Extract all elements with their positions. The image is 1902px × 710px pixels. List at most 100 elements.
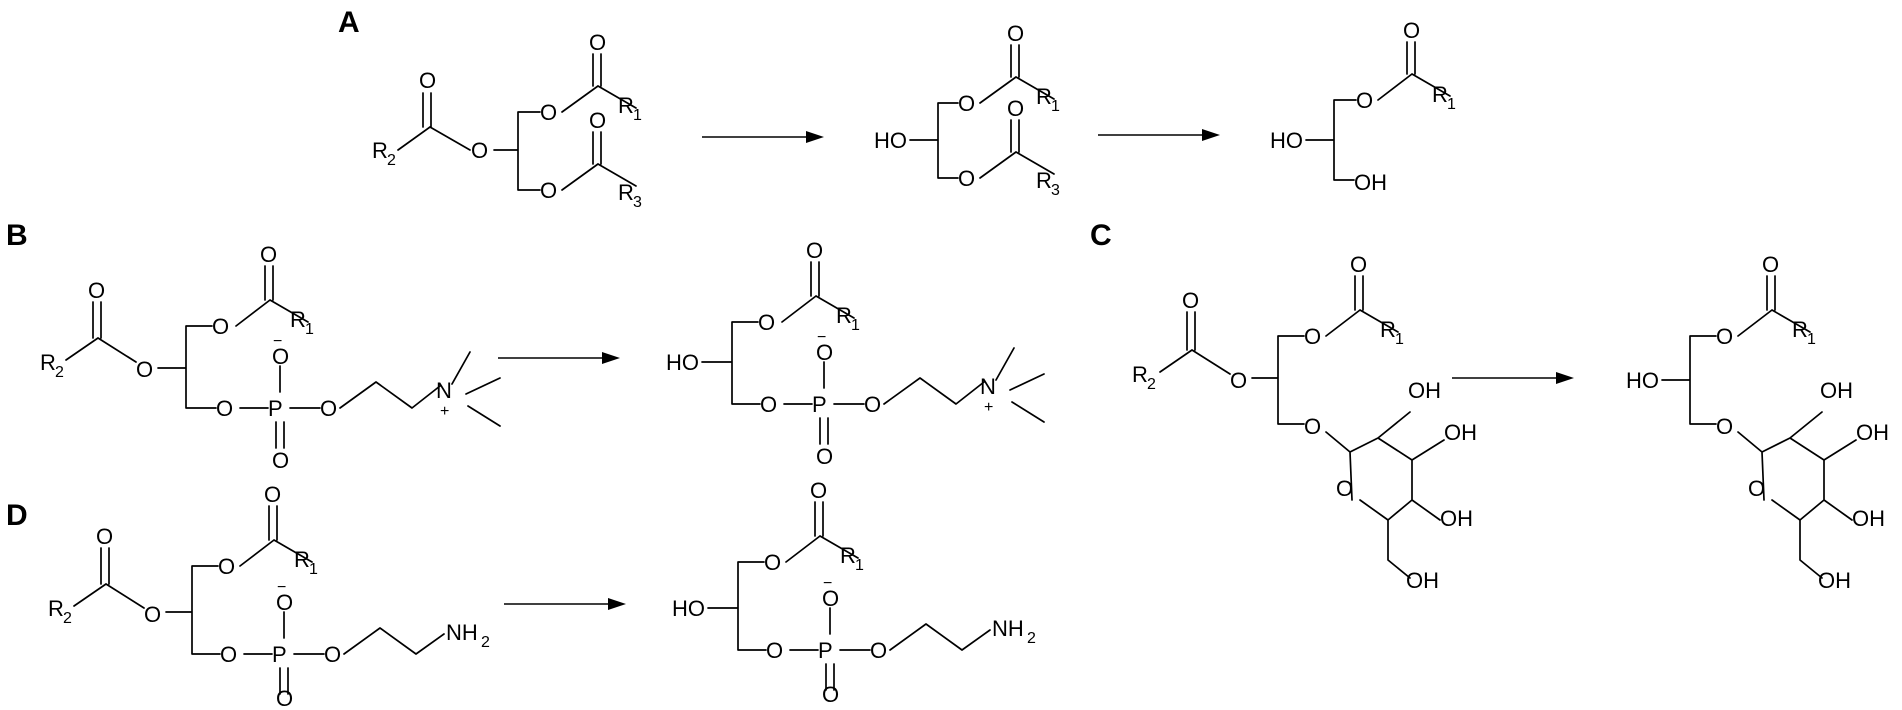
negative-charge: − [273, 333, 282, 350]
atom-o: O [320, 396, 337, 421]
subscript: 1 [633, 107, 642, 124]
subscript: 1 [851, 317, 860, 334]
subscript: 2 [387, 152, 396, 169]
panel-label-d: D [6, 499, 28, 532]
atom-o: O [96, 524, 113, 549]
atom-oh: OH [1354, 170, 1387, 195]
structure-d-phosphatidylethanolamine: R 2 O O O O R 1 O P O − O O NH 2 [48, 482, 490, 710]
subscript: 1 [1447, 96, 1456, 113]
structure-b-lysophosphatidylcholine: HO O O R 1 O P O − O O N + [666, 238, 1045, 469]
atom-p: P [818, 638, 833, 663]
atom-r: R [1132, 362, 1148, 387]
atom-r: R [290, 307, 306, 332]
reaction-arrow [504, 598, 626, 610]
negative-charge: − [817, 329, 826, 346]
atom-r: R [1036, 84, 1052, 109]
atom-o: O [1403, 18, 1420, 43]
structure-b-phosphatidylcholine: R 2 O O O O R 1 O P O − O O N + [40, 242, 501, 473]
structure-a-diacylglycerol: HO O O R 1 O O R 3 [874, 21, 1060, 199]
structure-a-triacylglycerol: R 2 O O O O R 1 O O R 3 [372, 30, 642, 211]
atom-o: O [1304, 324, 1321, 349]
atom-o: O [1336, 476, 1353, 501]
atom-o: O [810, 478, 827, 503]
atom-ho: HO [666, 350, 699, 375]
structure-a-monoacylglycerol: HO O O R 1 OH [1270, 18, 1456, 195]
atom-o: O [766, 638, 783, 663]
atom-nh: NH [446, 620, 478, 645]
atom-o: O [136, 357, 153, 382]
atom-r: R [40, 350, 56, 375]
atom-o: O [589, 108, 606, 133]
atom-o: O [1350, 252, 1367, 277]
reaction-arrow [1098, 129, 1220, 141]
atom-o: O [958, 166, 975, 191]
atom-o: O [764, 550, 781, 575]
atom-o: O [540, 178, 557, 203]
atom-o: O [864, 392, 881, 417]
subscript: 2 [63, 610, 72, 627]
atom-p: P [272, 642, 287, 667]
atom-r: R [1380, 317, 1396, 342]
atom-o: O [822, 682, 839, 707]
panel-label-b: B [6, 219, 28, 252]
atom-oh: OH [1408, 378, 1441, 403]
atom-r: R [836, 303, 852, 328]
atom-o: O [144, 602, 161, 627]
subscript: 3 [1051, 182, 1060, 199]
subscript: 2 [1147, 376, 1156, 393]
atom-nh: NH [992, 616, 1024, 641]
atom-n: N [436, 378, 452, 403]
atom-o: O [540, 100, 557, 125]
atom-o: O [822, 586, 839, 611]
subscript: 3 [633, 194, 642, 211]
subscript: 1 [1051, 98, 1060, 115]
atom-o: O [264, 482, 281, 507]
atom-o: O [870, 638, 887, 663]
atom-p: P [268, 396, 283, 421]
atom-ho: HO [1270, 128, 1303, 153]
reaction-arrow [1452, 372, 1574, 384]
atom-o: O [1230, 368, 1247, 393]
subscript: 1 [1395, 331, 1404, 348]
atom-o: O [324, 642, 341, 667]
subscript: 2 [1027, 630, 1036, 647]
atom-r: R [48, 596, 64, 621]
atom-o: O [218, 554, 235, 579]
atom-o: O [1716, 324, 1733, 349]
atom-r: R [1792, 317, 1808, 342]
atom-o: O [1748, 476, 1765, 501]
structure-c-glycolipid: R 2 O O O O R 1 O O OH OH OH OH [1132, 252, 1477, 593]
atom-r: R [1432, 82, 1448, 107]
panel-label-a: A [338, 6, 360, 39]
atom-o: O [216, 396, 233, 421]
subscript: 2 [55, 364, 64, 381]
atom-o: O [260, 242, 277, 267]
atom-o: O [212, 314, 229, 339]
atom-o: O [758, 310, 775, 335]
atom-o: O [806, 238, 823, 263]
atom-o: O [1304, 414, 1321, 439]
atom-r: R [840, 543, 856, 568]
atom-o: O [958, 91, 975, 116]
panel-label-c: C [1090, 219, 1112, 252]
subscript: 2 [481, 634, 490, 651]
positive-charge: + [440, 403, 449, 420]
reaction-arrow [702, 131, 824, 143]
atom-o: O [589, 30, 606, 55]
atom-oh: OH [1440, 506, 1473, 531]
atom-o: O [816, 340, 833, 365]
panel-d: D R 2 O O O O R 1 O P O − O O NH 2 HO [6, 478, 1036, 710]
atom-o: O [272, 344, 289, 369]
atom-p: P [812, 392, 827, 417]
atom-ho: HO [672, 596, 705, 621]
subscript: 1 [305, 321, 314, 338]
atom-ho: HO [1626, 368, 1659, 393]
structure-c-lysoglycolipid: HO O O R 1 O O OH OH OH OH [1626, 252, 1889, 593]
atom-oh: OH [1856, 420, 1889, 445]
negative-charge: − [823, 575, 832, 592]
atom-o: O [760, 392, 777, 417]
reaction-arrow [498, 352, 620, 364]
atom-o: O [816, 444, 833, 469]
atom-oh: OH [1444, 420, 1477, 445]
atom-o: O [1182, 288, 1199, 313]
